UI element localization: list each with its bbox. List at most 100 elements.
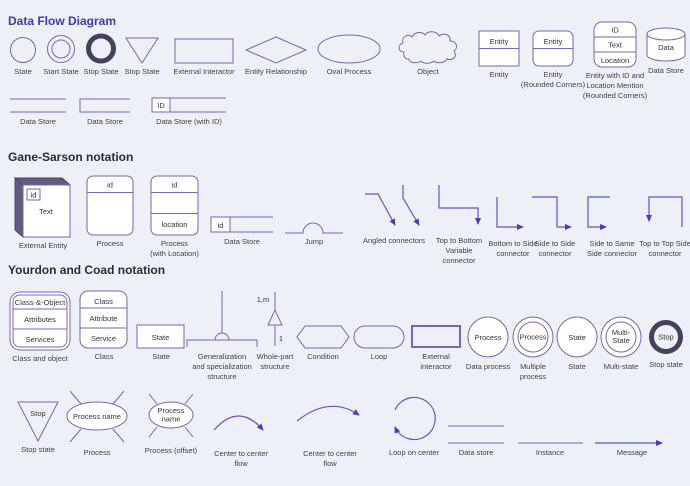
section-title-yourdon-coad: Yourdon and Coad notation xyxy=(8,263,166,277)
shape-state[interactable]: State xyxy=(8,36,38,77)
shape-gs-process-location[interactable]: id location Process (with Location) xyxy=(150,175,199,259)
angled-connectors-icon xyxy=(365,185,420,226)
shape-inner-text: State xyxy=(612,336,630,345)
shape-object-cloud[interactable]: Object xyxy=(396,30,460,77)
yc-process-offset-icon: Process name xyxy=(148,393,194,438)
shape-inner-text: Stop xyxy=(30,409,45,418)
shape-loop[interactable]: Loop xyxy=(353,325,405,362)
message-arrow-icon xyxy=(595,440,663,446)
class-and-object-icon: Class-&-Object Attributes Services xyxy=(9,291,71,351)
jump-icon xyxy=(285,222,343,234)
shape-label: Entity with ID and Location Mention (Rou… xyxy=(582,71,648,100)
shape-top-top-side-connector[interactable]: Top to Top Side connector xyxy=(639,194,690,259)
shape-yc-external-interactor[interactable]: External interactor xyxy=(410,324,462,372)
top-bottom-variable-connector-icon xyxy=(438,185,481,225)
gs-data-store-icon: id xyxy=(210,216,273,233)
shape-label: External Entity xyxy=(18,241,68,250)
shape-yc-process-offset[interactable]: Process name Process (offset) xyxy=(140,391,202,456)
shape-inner-text: id xyxy=(172,181,178,190)
shape-stop-state-triangle2[interactable]: Stop Stop state xyxy=(16,400,60,455)
shape-entity[interactable]: Entity Entity xyxy=(478,30,520,80)
shape-bottom-side-connector[interactable]: Bottom to Side connector xyxy=(488,194,538,259)
shape-label: Loop xyxy=(370,352,388,361)
shape-inner-text: ID xyxy=(157,101,165,110)
shape-entity-id-location[interactable]: ID Text Location Entity with ID and Loca… xyxy=(583,21,647,100)
shape-label: Data Store (with ID) xyxy=(156,117,222,126)
shape-whole-part-structure[interactable]: 1,m 1 Whole-part structure xyxy=(252,289,298,372)
shape-label: Data Store xyxy=(87,117,123,126)
shape-label: Entity xyxy=(489,70,509,79)
shape-inner-text: id xyxy=(107,181,113,190)
shape-inner-text: Data xyxy=(658,43,675,52)
shape-yc-stop-state[interactable]: Stop Stop state xyxy=(646,317,686,370)
shape-label: Loop on center xyxy=(388,448,440,457)
shape-instance[interactable]: Instance xyxy=(514,422,586,458)
shape-stop-state-ring[interactable]: Stop State xyxy=(83,33,119,77)
shape-yc-process[interactable]: Process name Process xyxy=(60,388,134,458)
shape-label: External interactor xyxy=(420,352,452,371)
shape-generalization-structure[interactable]: Generalization and specialization struct… xyxy=(182,289,262,381)
shape-label: Data Store xyxy=(648,66,684,75)
shape-gs-process[interactable]: id Process xyxy=(86,175,134,249)
shape-data-store-with-id[interactable]: ID Data Store (with ID) xyxy=(151,97,227,127)
shape-side-side-connector[interactable]: Side to Side connector xyxy=(530,194,580,259)
shape-message[interactable]: Message xyxy=(592,422,672,458)
shape-label: Whole-part structure xyxy=(256,352,294,371)
shape-condition[interactable]: Condition xyxy=(296,325,350,362)
shape-label: External Interactor xyxy=(173,67,235,76)
shape-inner-text: Attribute xyxy=(90,314,118,323)
shape-side-same-side-connector[interactable]: Side to Same Side connector xyxy=(584,194,640,259)
shape-center-flow-2[interactable]: Center to center flow xyxy=(292,394,368,469)
shape-label: Message xyxy=(616,448,648,457)
shape-yc-state-circle[interactable]: State State xyxy=(555,315,599,372)
yc-stop-state-icon: Stop xyxy=(649,320,683,354)
shape-inner-text: id xyxy=(31,191,37,200)
stop-state-triangle2-icon: Stop xyxy=(17,401,59,443)
shape-label: Data process xyxy=(465,362,511,371)
shape-label: Top to Bottom Variable connector xyxy=(435,236,483,265)
yc-state-circle-icon: State xyxy=(556,316,598,358)
shape-data-store-cylinder[interactable]: Data Data Store xyxy=(645,26,687,76)
shape-jump[interactable]: Jump xyxy=(284,221,344,247)
shape-center-flow-1[interactable]: Center to center flow xyxy=(210,402,272,469)
external-interactor-icon xyxy=(174,38,234,64)
shape-data-store-lines[interactable]: Data Store xyxy=(9,98,67,127)
shape-label: Data store xyxy=(458,448,494,457)
shape-class[interactable]: Class Attribute Service Class xyxy=(79,290,129,362)
shape-entity-rounded[interactable]: Entity Entity (Rounded Corners) xyxy=(521,30,585,90)
shape-multiple-process[interactable]: Process Multiple process xyxy=(511,315,555,382)
shape-class-and-object[interactable]: Class-&-Object Attributes Services Class… xyxy=(8,291,72,364)
shape-start-state[interactable]: Start State xyxy=(43,34,79,77)
shape-external-entity-3d[interactable]: id Text External Entity xyxy=(12,176,74,251)
generalization-structure-icon xyxy=(186,291,258,347)
shape-inner-text: location xyxy=(162,220,188,229)
shape-label: Stop State xyxy=(83,67,119,76)
shape-angled-connectors[interactable]: Angled connectors xyxy=(362,183,426,246)
shape-label: State xyxy=(14,67,32,76)
yc-external-interactor-icon xyxy=(411,325,461,348)
shape-stop-state-triangle[interactable]: Stop State xyxy=(124,37,160,77)
center-flow-arc-icon xyxy=(213,415,264,431)
shape-loop-on-center[interactable]: Loop on center xyxy=(388,396,440,458)
shape-label: Multi-state xyxy=(603,362,639,371)
shape-label: Angled connectors xyxy=(362,236,426,245)
shape-inner-text: 1,m xyxy=(257,295,270,304)
shape-multi-state[interactable]: Multi- State Multi-state xyxy=(599,315,643,372)
shape-top-bottom-variable-connector[interactable]: Top to Bottom Variable connector xyxy=(434,183,484,265)
entity-rounded-icon: Entity xyxy=(532,30,574,67)
gs-process-location-icon: id location xyxy=(150,175,199,236)
external-entity-3d-icon: id Text xyxy=(13,176,72,239)
shape-yc-state-rect[interactable]: State State xyxy=(136,324,186,362)
shape-gs-data-store[interactable]: id Data Store xyxy=(210,216,274,247)
yc-process-icon: Process name xyxy=(66,390,128,443)
shape-label: Instance xyxy=(535,448,565,457)
shape-data-process[interactable]: Process Data process xyxy=(466,315,510,372)
shape-oval-process[interactable]: Oval Process xyxy=(316,34,382,77)
shape-label: Side to Same Side connector xyxy=(586,239,638,258)
stop-state-ring-icon xyxy=(86,33,116,64)
shape-data-store-open[interactable]: Data Store xyxy=(79,98,131,127)
shape-yc-data-store[interactable]: Data store xyxy=(446,422,506,458)
shape-entity-relationship[interactable]: Entity Relationship xyxy=(244,36,308,77)
shape-inner-text: Multi- xyxy=(612,328,631,337)
shape-external-interactor[interactable]: External Interactor xyxy=(173,38,235,77)
